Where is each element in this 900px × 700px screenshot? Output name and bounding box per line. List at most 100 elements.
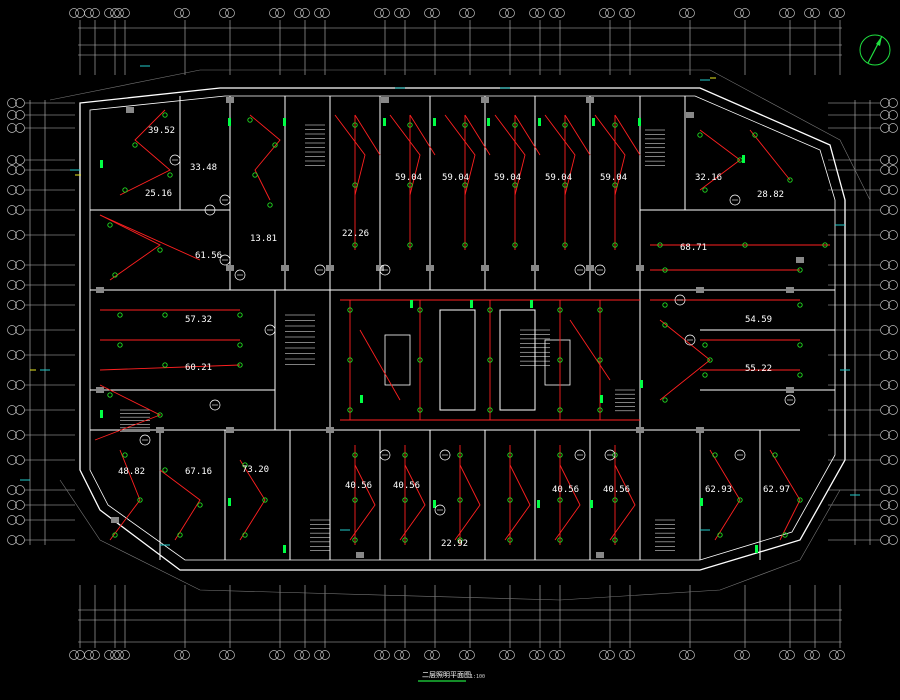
room-area-label: 13.81 (250, 234, 277, 244)
axis-bubble-top (740, 8, 750, 18)
lighting-circuit-wire (554, 464, 581, 541)
ceiling-light-fixture (237, 342, 243, 348)
axis-bubble-top (180, 8, 190, 18)
axis-bubble-bottom-pair (829, 650, 839, 660)
axis-bubble-left-pair (15, 325, 25, 335)
axis-bubble-bottom-pair (459, 650, 469, 660)
ceiling-light-fixture (557, 497, 563, 503)
axis-bubble-right (880, 185, 890, 195)
ceiling-light-fixture (597, 407, 603, 413)
ceiling-light-fixture (262, 497, 268, 503)
axis-bubble-left (7, 430, 17, 440)
ceiling-light-fixture (117, 312, 123, 318)
light-switch-symbol (433, 118, 436, 126)
lighting-circuit-wire (94, 384, 162, 441)
drawing-scale: 1:100 (470, 674, 485, 680)
lighting-circuit-wire (99, 364, 241, 371)
ceiling-light-fixture (352, 497, 358, 503)
lighting-circuit-wire (119, 109, 171, 196)
ceiling-light-fixture (407, 242, 413, 248)
axis-bubble-right (880, 98, 890, 108)
axis-bubble-top (320, 8, 330, 18)
axis-bubble-bottom (110, 650, 120, 660)
ceiling-light-fixture (612, 242, 618, 248)
axis-bubble-bottom (785, 650, 795, 660)
light-switch-symbol (100, 410, 103, 418)
axis-bubble-bottom (505, 650, 515, 660)
axis-bubble-top (465, 8, 475, 18)
ceiling-light-fixture (117, 342, 123, 348)
axis-bubble-bottom-pair (499, 650, 509, 660)
axis-grid-layer (7, 8, 898, 660)
ceiling-light-fixture (787, 177, 793, 183)
stair-core (544, 339, 571, 386)
axis-bubble-top-pair (619, 8, 629, 18)
axis-bubble-top-pair (219, 8, 229, 18)
room-area-label: 25.16 (145, 189, 172, 199)
light-switch-symbol (640, 380, 643, 388)
axis-bubble-left (7, 325, 17, 335)
structural-column (636, 427, 644, 433)
structural-column (356, 552, 364, 558)
ceiling-light-fixture (462, 242, 468, 248)
ceiling-light-fixture (487, 407, 493, 413)
axis-bubble-bottom-pair (394, 650, 404, 660)
ceiling-light-fixture (162, 312, 168, 318)
axis-bubble-right (880, 430, 890, 440)
ceiling-light-fixture (612, 537, 618, 543)
ceiling-light-fixture (122, 187, 128, 193)
axis-bubble-bottom (90, 650, 100, 660)
ceiling-light-fixture (122, 452, 128, 458)
axis-bubble-top (275, 8, 285, 18)
axis-bubble-right (880, 123, 890, 133)
axis-bubble-left-pair (15, 185, 25, 195)
ceiling-light-fixture (487, 307, 493, 313)
light-switch-symbol (590, 500, 593, 508)
axis-bubble-left-pair (15, 110, 25, 120)
ceiling-light-fixture (662, 322, 668, 328)
ceiling-light-fixture (707, 357, 713, 363)
ceiling-light-fixture (562, 182, 568, 188)
exhaust-fan-symbol (169, 154, 181, 166)
exhaust-fan-symbol (674, 294, 686, 306)
axis-bubble-top (300, 8, 310, 18)
ceiling-light-fixture (662, 302, 668, 308)
lighting-circuit-wire (659, 319, 711, 401)
axis-bubble-top-pair (804, 8, 814, 18)
axis-bubble-right-pair (888, 500, 898, 510)
ceiling-light-fixture (402, 452, 408, 458)
axis-bubble-left (7, 350, 17, 360)
lighting-circuit-wire (349, 464, 376, 541)
ceiling-light-fixture (512, 242, 518, 248)
ceiling-light-fixture (457, 497, 463, 503)
axis-bubble-right (880, 325, 890, 335)
elevator-shaft (499, 309, 536, 411)
structural-column (126, 107, 134, 113)
switch-symbols-layer (20, 65, 860, 553)
axis-bubble-left-pair (15, 485, 25, 495)
exhaust-fan-symbol (264, 324, 276, 336)
axis-bubble-right-pair (888, 430, 898, 440)
ceiling-light-fixture (822, 242, 828, 248)
axis-bubble-bottom (810, 650, 820, 660)
axis-bubble-bottom-pair (294, 650, 304, 660)
room-area-label: 28.82 (757, 190, 784, 200)
exhaust-fan-symbol (219, 194, 231, 206)
axis-bubble-bottom-pair (679, 650, 689, 660)
north-arrow-icon (859, 34, 891, 66)
axis-bubble-right (880, 535, 890, 545)
axis-bubble-bottom-pair (619, 650, 629, 660)
lighting-circuit-wire (334, 114, 366, 196)
structural-column (281, 265, 289, 271)
ceiling-light-fixture (162, 112, 168, 118)
room-area-label: 54.59 (745, 315, 772, 325)
axis-bubble-left-pair (15, 123, 25, 133)
columns-layer (96, 97, 804, 558)
axis-bubble-top-pair (394, 8, 404, 18)
lighting-circuit-wire (749, 129, 791, 181)
lighting-circuit-wire (594, 114, 626, 196)
exhaust-fan-symbol (234, 269, 246, 281)
